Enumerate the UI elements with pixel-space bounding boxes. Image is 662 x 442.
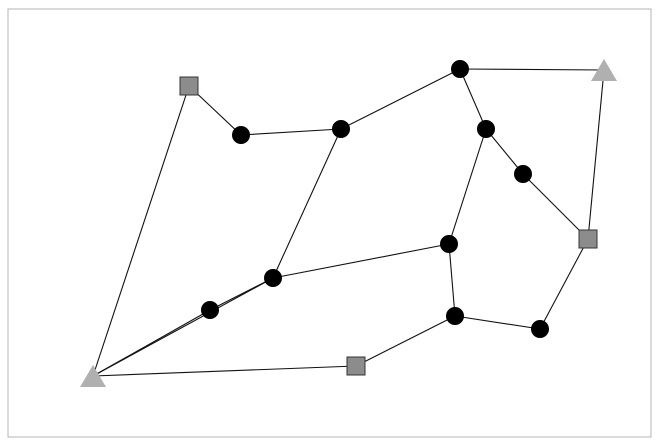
edge-n2-n3 bbox=[240, 128, 342, 136]
nodes-layer bbox=[80, 59, 617, 387]
edge-n11-n6 bbox=[448, 128, 487, 245]
edge-n4-n6 bbox=[459, 68, 487, 130]
edge-n13-n12 bbox=[454, 315, 541, 330]
edge-n14-n15 bbox=[92, 365, 357, 377]
edge-n10-n14 bbox=[92, 309, 211, 377]
square-node-n8 bbox=[578, 229, 598, 249]
circle-node-n13 bbox=[531, 320, 549, 338]
square-node-n1 bbox=[179, 76, 199, 96]
circle-node-n7 bbox=[514, 165, 532, 183]
triangle-node-n5 bbox=[591, 59, 617, 81]
edge-n12-n11 bbox=[448, 243, 456, 317]
edge-n9-n10 bbox=[209, 277, 274, 311]
circle-node-n11 bbox=[440, 235, 458, 253]
circle-node-n9 bbox=[264, 269, 282, 287]
edge-n8-n5 bbox=[587, 69, 605, 240]
circle-node-n3 bbox=[332, 120, 350, 138]
triangle-node-n14 bbox=[80, 365, 106, 387]
edge-n3-n4 bbox=[340, 68, 461, 130]
circle-node-n12 bbox=[446, 307, 464, 325]
edge-n7-n8 bbox=[522, 173, 589, 240]
edges-layer bbox=[92, 68, 605, 377]
edge-n15-n12 bbox=[355, 315, 456, 367]
circle-node-n10 bbox=[201, 301, 219, 319]
circle-node-n4 bbox=[451, 60, 469, 78]
circle-node-n6 bbox=[477, 120, 495, 138]
edge-n4-n5 bbox=[459, 68, 605, 71]
edge-n3-n9 bbox=[272, 128, 342, 279]
diagram-frame bbox=[7, 8, 652, 438]
edge-n8-n13 bbox=[539, 238, 589, 330]
edge-n6-n7 bbox=[485, 128, 524, 175]
square-node-n15 bbox=[346, 356, 366, 376]
circle-node-n2 bbox=[232, 126, 250, 144]
edge-n11-n9 bbox=[272, 243, 450, 279]
edge-n14-n1 bbox=[92, 85, 190, 377]
